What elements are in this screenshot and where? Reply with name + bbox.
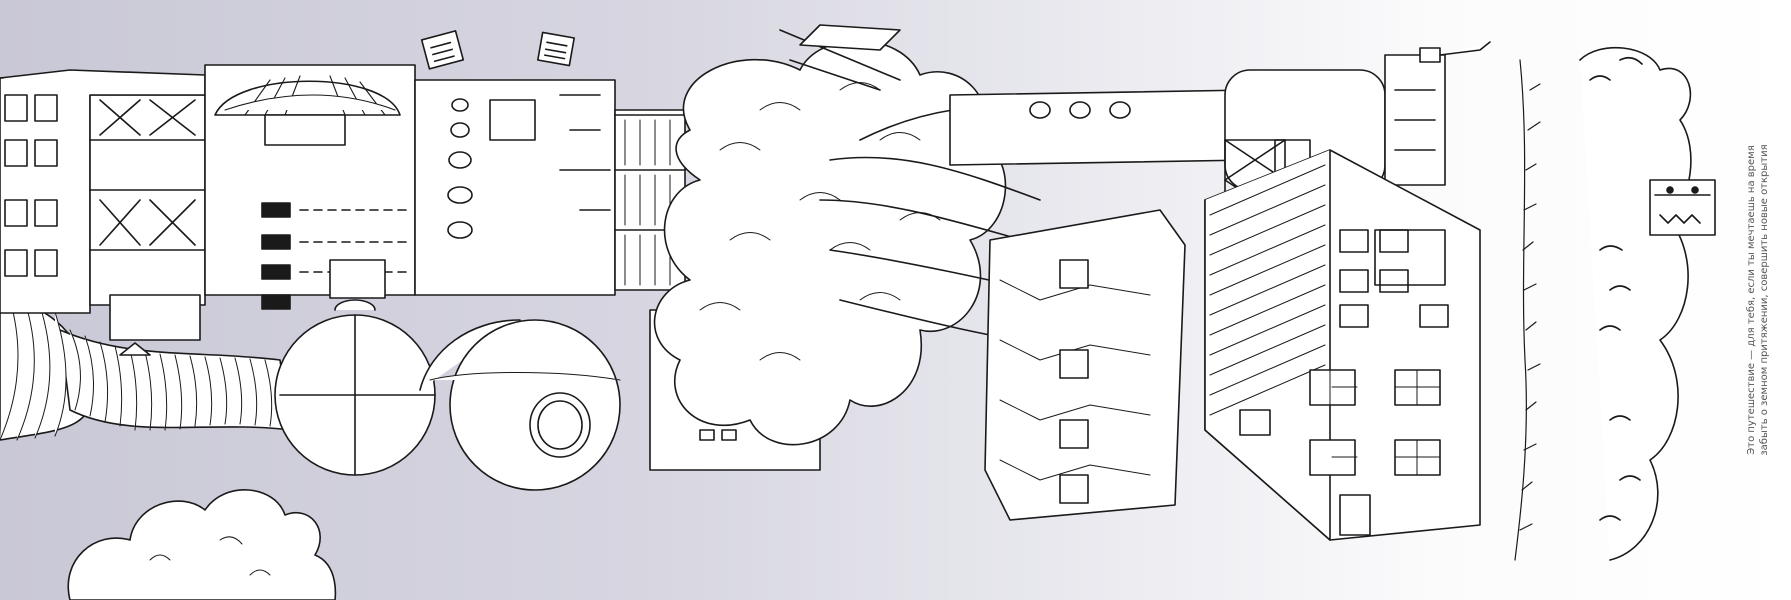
- cloud: [67, 489, 337, 600]
- rock-cave: [1579, 46, 1716, 561]
- caption-text: Это путешествие — для тебя, если ты мечт…: [1745, 20, 1771, 580]
- dome-module: [204, 64, 416, 310]
- left-building: [0, 69, 206, 356]
- tank-cylinder: [949, 54, 1446, 191]
- grass-line: [1514, 59, 1541, 561]
- ventilator-icon: [1419, 41, 1491, 63]
- round-module: [274, 79, 621, 491]
- corrugated-duct: [0, 299, 291, 441]
- house: [1204, 149, 1481, 541]
- caption-line-2: забыть о земном притяжении, совершить но…: [1759, 144, 1770, 456]
- caption-line-1: Это путешествие — для тебя, если ты мечт…: [1746, 145, 1757, 455]
- tv-robot-icon: [420, 30, 575, 70]
- rock-platform: [984, 209, 1186, 521]
